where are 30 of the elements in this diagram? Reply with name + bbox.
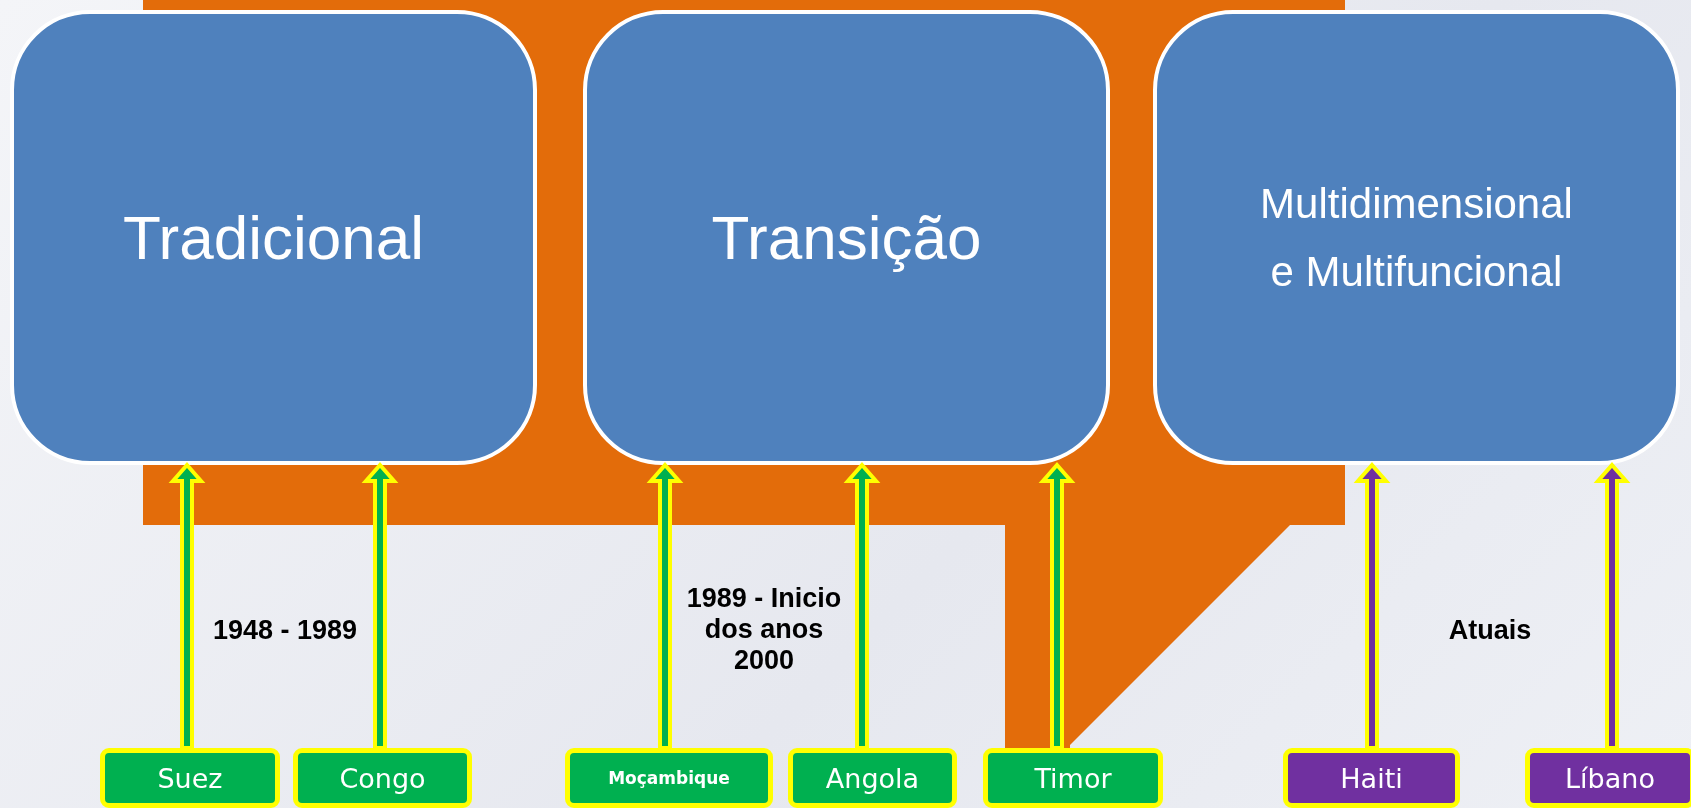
mission-box: [983, 748, 1163, 808]
arrow: [361, 461, 399, 750]
period-label: 1948 - 1989: [211, 615, 359, 647]
phase-box: [10, 10, 537, 465]
mission-box: [1283, 748, 1460, 808]
phase-box: [583, 10, 1110, 465]
mission-name: Haiti: [1340, 762, 1403, 794]
arrow: [646, 461, 684, 750]
arrow: [1593, 461, 1631, 750]
mission-name: Congo: [339, 762, 426, 794]
mission-box: [565, 748, 773, 808]
mission-name: Angola: [825, 762, 920, 794]
mission-name: Timor: [1034, 762, 1112, 794]
period-label: 1989 - Inicio dos anos 2000: [685, 583, 843, 677]
mission-box: [293, 748, 472, 808]
arrow: [168, 461, 206, 750]
phase-title: Multidimensional e Multifuncional: [1259, 179, 1574, 297]
mission-box: [100, 748, 280, 808]
arrow: [843, 461, 881, 750]
mission-name: Moçambique: [608, 768, 730, 788]
mission-name: Suez: [157, 762, 223, 794]
mission-name: Líbano: [1565, 762, 1655, 794]
arrow: [1038, 461, 1076, 750]
mission-box: [788, 748, 957, 808]
period-label: Atuais: [1447, 615, 1533, 647]
phase-box: [1153, 10, 1680, 465]
mission-box: [1525, 748, 1691, 808]
phase-title: Tradicional: [123, 201, 424, 274]
arrow: [1353, 461, 1391, 750]
phase-title: Transição: [711, 201, 982, 274]
